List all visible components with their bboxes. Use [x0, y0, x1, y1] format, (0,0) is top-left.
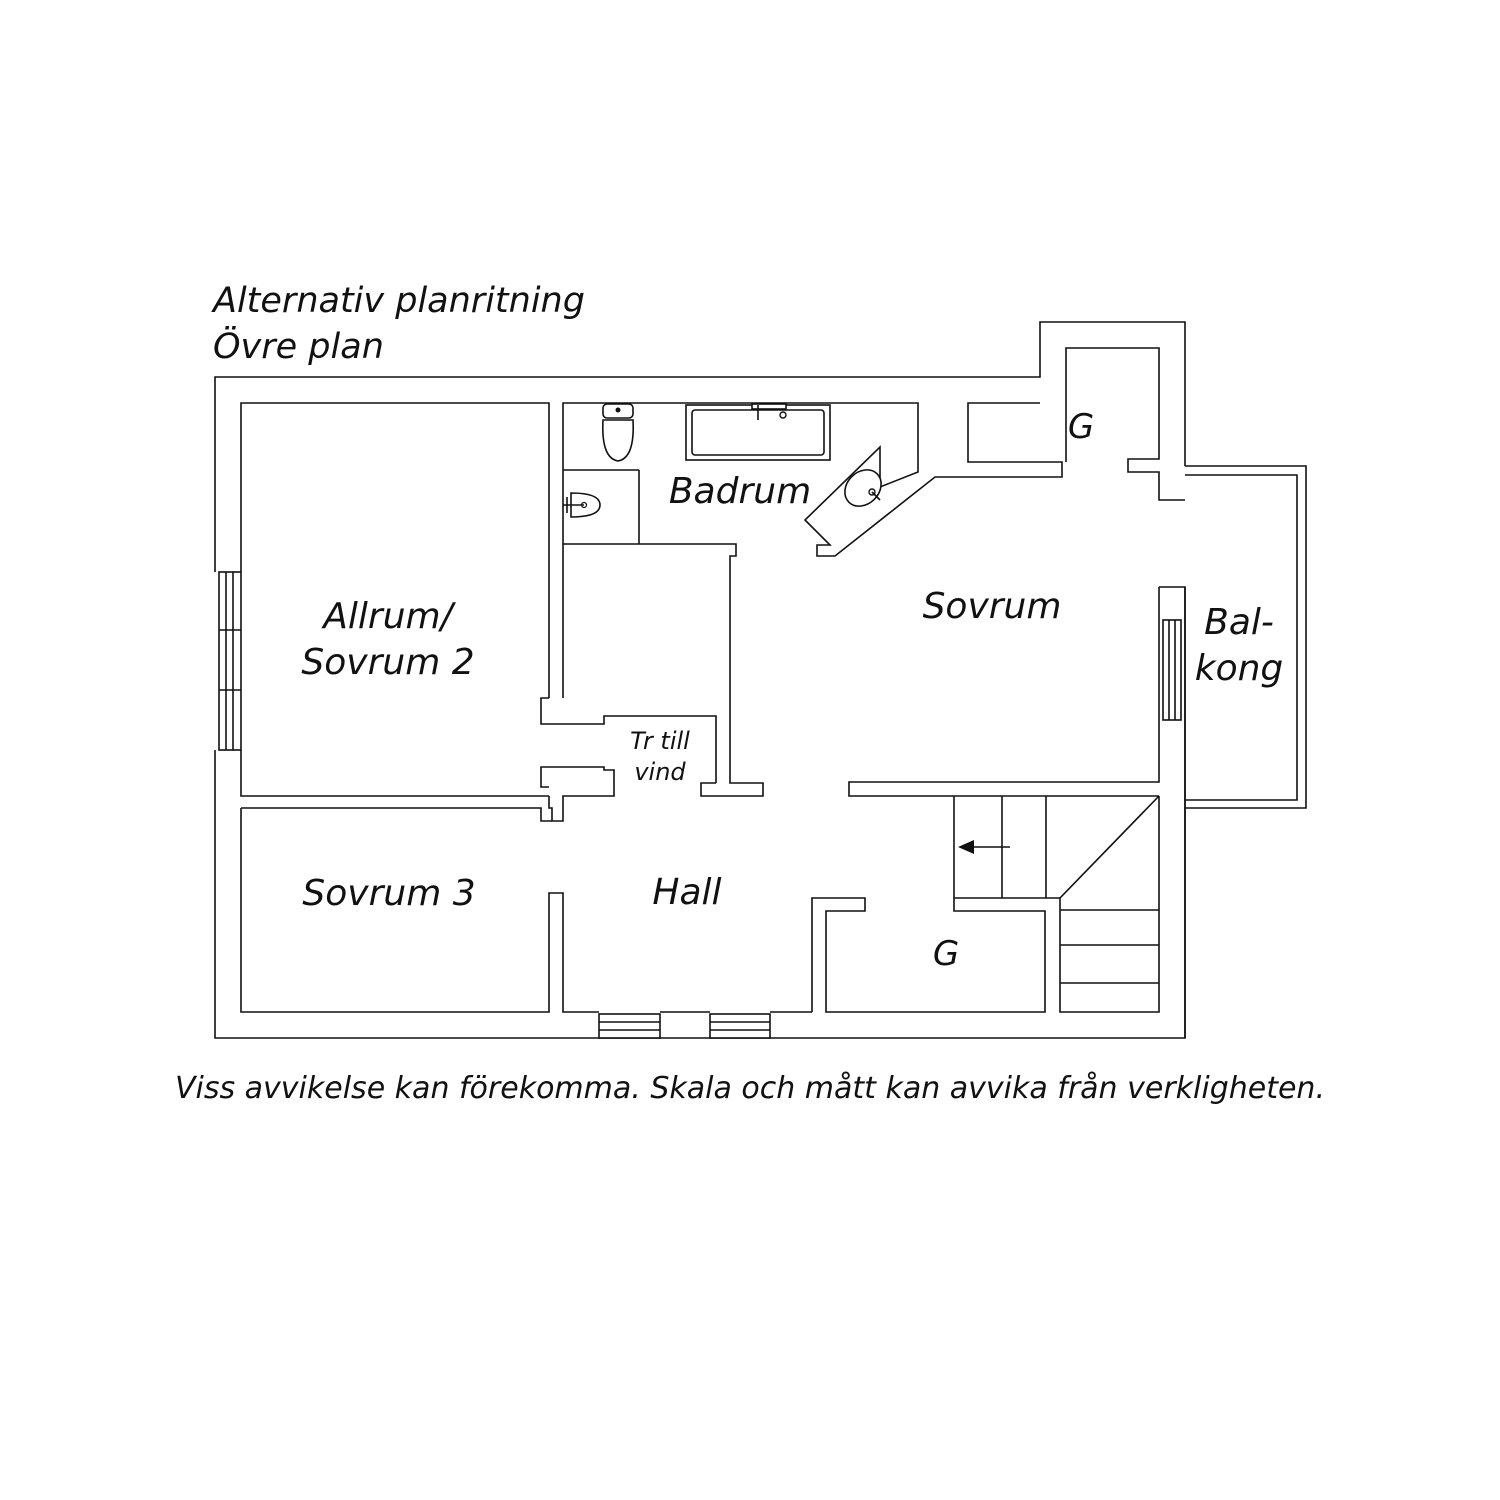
room-label-sovrum: Sovrum	[923, 586, 1062, 627]
room-label-tr-till: Tr till	[630, 727, 690, 755]
window-icon	[218, 571, 242, 751]
plan-title: Alternativ planritning	[211, 281, 585, 321]
stair-arrow-icon	[958, 840, 1010, 854]
stair-and-closet-walls	[811, 795, 1160, 1013]
toilet-icon	[601, 403, 635, 462]
plan-subtitle: Övre plan	[213, 325, 384, 367]
bathroom-walls	[562, 402, 1063, 797]
disclaimer-text: Viss avvikelse kan förekomma. Skala och …	[175, 1071, 1325, 1106]
room-label-balkong-2: kong	[1195, 648, 1284, 689]
room-label-g-bottom: G	[933, 934, 959, 974]
room-label-badrum: Badrum	[669, 471, 811, 512]
room-label-vind: vind	[634, 758, 686, 786]
room-label-sovrum3: Sovrum 3	[302, 873, 475, 914]
room-label-sovrum2: Sovrum 2	[301, 642, 474, 683]
room-label-balkong-1: Bal-	[1204, 602, 1274, 643]
basin-icon	[844, 469, 882, 507]
allrum-room-walls	[540, 697, 717, 822]
room-label-g-top: G	[1068, 407, 1094, 447]
balcony	[1185, 465, 1307, 809]
room-label-allrum: Allrum/	[321, 596, 456, 637]
sovrum-walls	[848, 586, 1186, 1038]
window-icon	[1162, 619, 1182, 721]
sink-icon	[563, 492, 601, 518]
sovrum3-room-walls	[240, 807, 599, 1013]
closet-top-walls	[1065, 347, 1185, 501]
bathtub-icon	[685, 403, 831, 461]
room-label-hall: Hall	[652, 872, 721, 913]
window-icon	[598, 1013, 771, 1039]
